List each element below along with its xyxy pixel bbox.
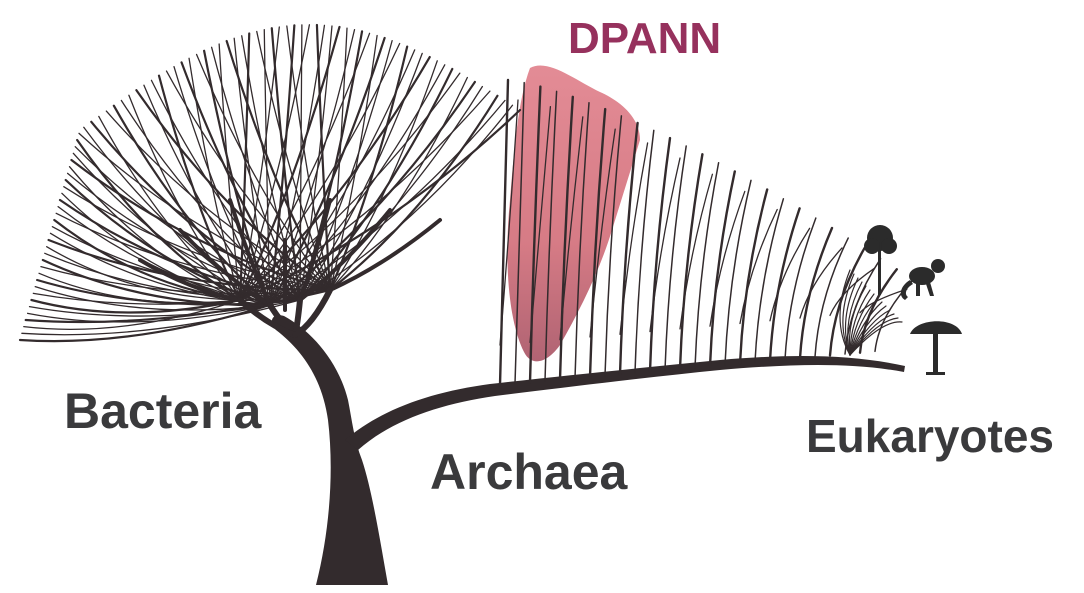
eukaryotes-label: Eukaryotes: [806, 413, 1054, 459]
branch-lines: [20, 25, 913, 385]
main-trunk: [272, 315, 388, 585]
monkey-icon: [901, 259, 945, 300]
archaea-label: Archaea: [430, 447, 627, 497]
tree-icon: [864, 225, 897, 295]
dpann-label: DPANN: [568, 17, 721, 61]
bacteria-label: Bacteria: [64, 386, 261, 436]
mushroom-icon: [910, 321, 962, 375]
dpann-highlight: [507, 65, 640, 361]
